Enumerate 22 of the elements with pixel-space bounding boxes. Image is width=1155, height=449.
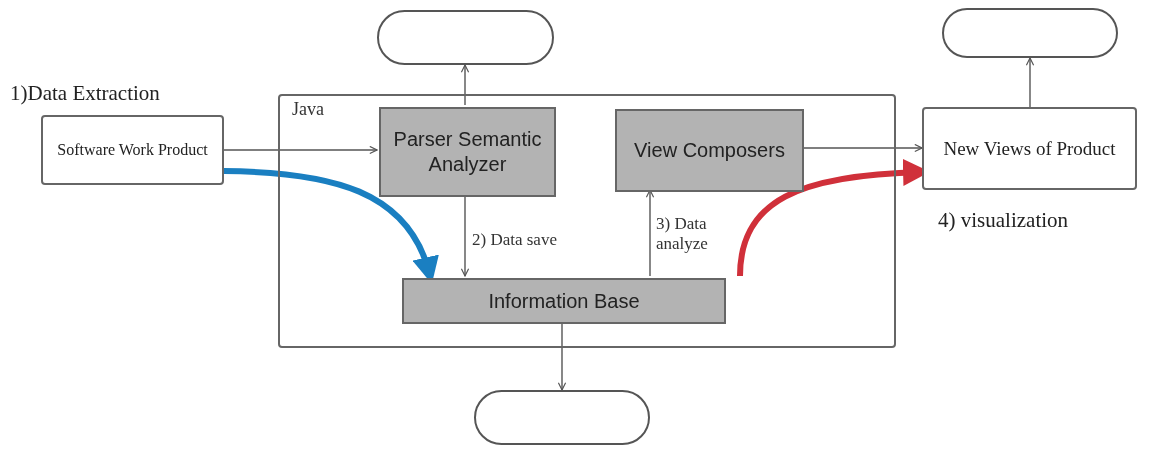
edge-label: 3) Data analyze xyxy=(656,214,709,254)
arrow xyxy=(460,64,470,106)
arrow xyxy=(223,145,378,155)
rounded-terminal xyxy=(474,390,650,445)
box-label: Information Base xyxy=(487,288,641,314)
step-caption: 4) visualization xyxy=(938,207,1069,234)
process-box xyxy=(41,115,224,185)
rounded-terminal xyxy=(942,8,1118,58)
container-box xyxy=(278,94,896,348)
step-caption: 1)Data Extraction xyxy=(10,80,160,107)
box-label: Software Work Product xyxy=(56,140,209,160)
process-box xyxy=(922,107,1137,190)
box-label: New Views of Product xyxy=(942,136,1117,161)
rounded-terminal xyxy=(377,10,554,65)
process-box xyxy=(402,278,726,324)
process-box xyxy=(615,109,804,192)
box-label: Parser Semantic Analyzer xyxy=(392,127,543,177)
container-title: Java xyxy=(292,98,324,121)
arrow xyxy=(1025,57,1035,108)
edge-label: 2) Data save xyxy=(472,230,558,250)
box-label: View Composers xyxy=(633,138,786,163)
process-box xyxy=(379,107,556,197)
